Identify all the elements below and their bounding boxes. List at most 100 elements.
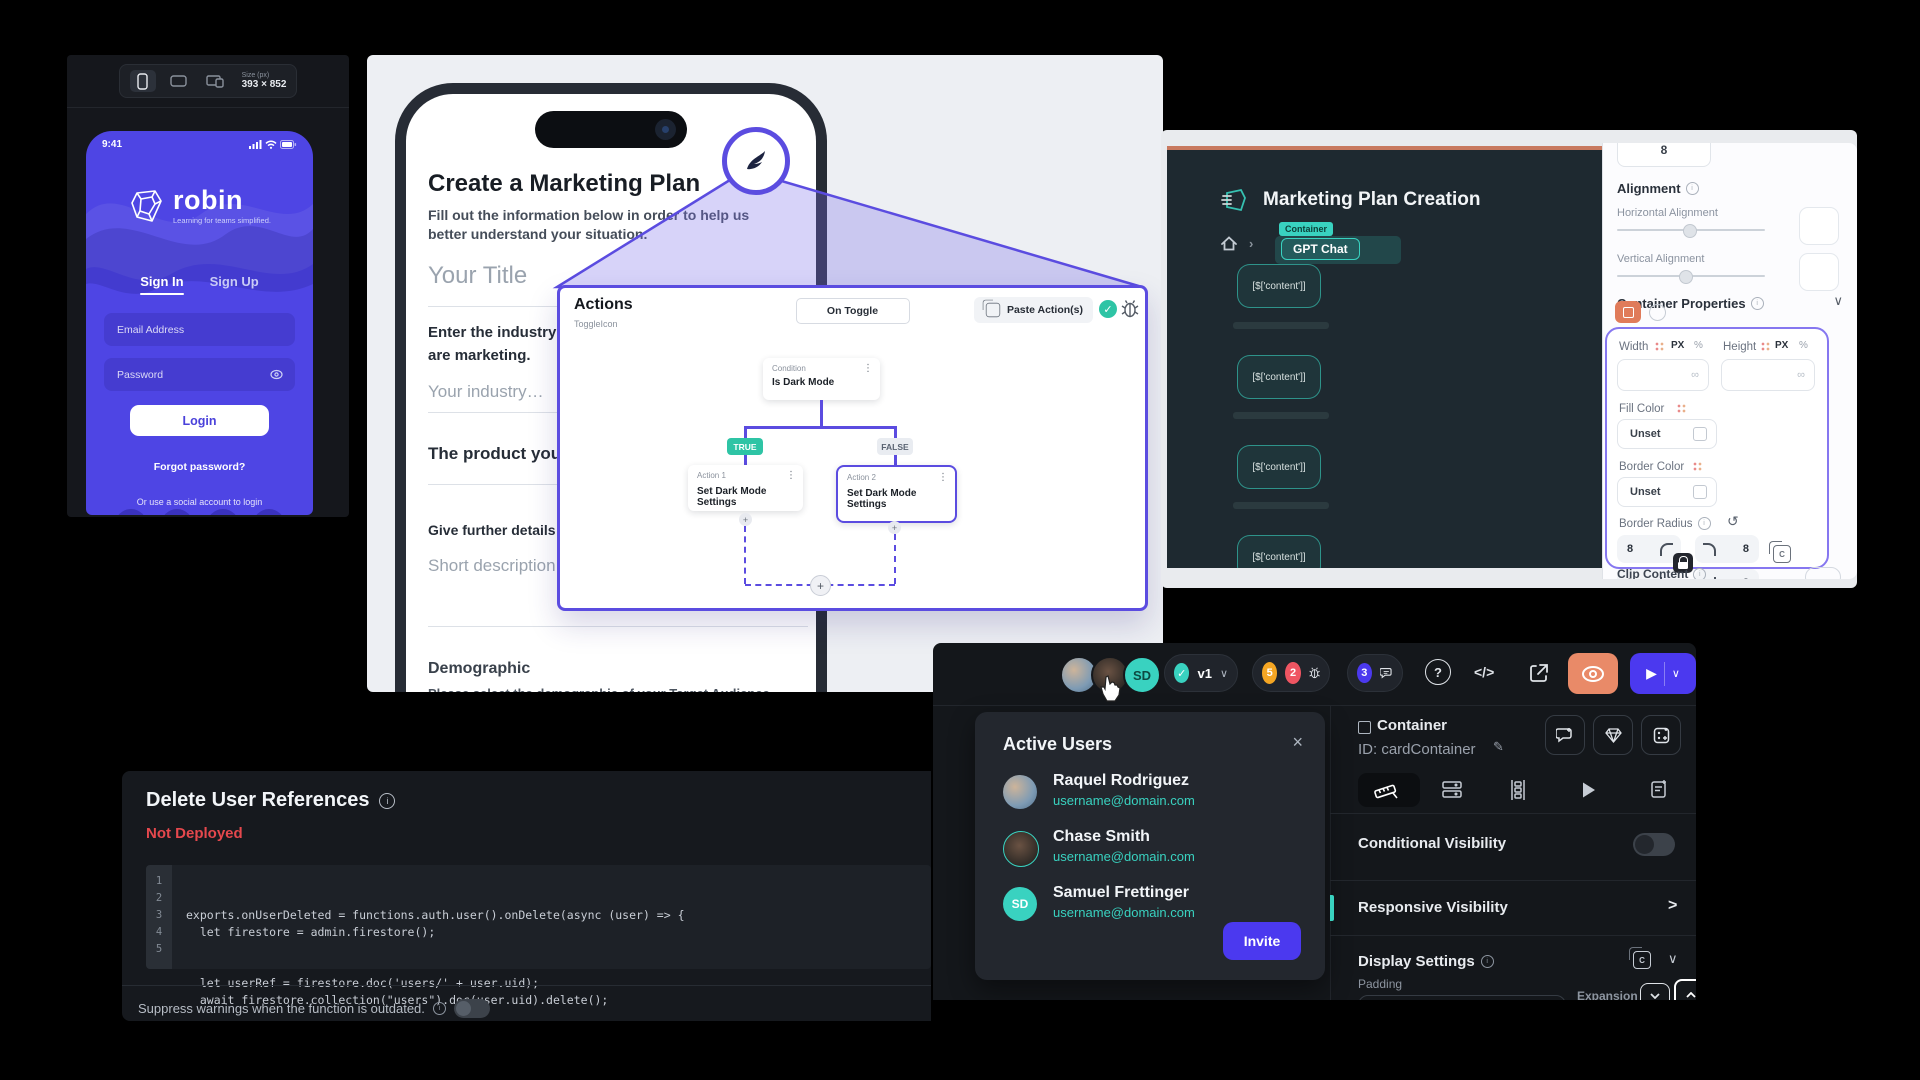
width-pct-unit[interactable]: % <box>1694 340 1703 351</box>
color-swatch-checkbox[interactable] <box>1693 485 1707 499</box>
comment-count-badge[interactable]: 3 <box>1357 663 1372 683</box>
circle-shape-toggle[interactable] <box>1649 304 1666 321</box>
avatar-sd[interactable]: SD <box>1123 656 1161 694</box>
device-tablet-icon[interactable] <box>166 70 192 92</box>
collapse-chevron-icon[interactable]: ∨ <box>1833 293 1843 308</box>
comments-pill[interactable]: 3 <box>1347 654 1403 692</box>
merge-add-icon[interactable]: + <box>810 575 831 596</box>
tab-actions-icon[interactable] <box>1581 781 1597 799</box>
width-input[interactable]: ∞ <box>1617 359 1709 391</box>
kebab-menu-icon[interactable]: ⋮ <box>786 470 796 481</box>
vertical-alignment-preview[interactable] <box>1799 253 1839 291</box>
action1-node[interactable]: Action 1 Set Dark Mode Settings ⋮ <box>688 465 803 511</box>
tab-sign-in[interactable]: Sign In <box>140 274 183 295</box>
radius-bottom-left-input[interactable]: 8 <box>1617 569 1681 579</box>
preview-eye-button[interactable] <box>1568 653 1618 694</box>
border-color-unset-select[interactable]: Unset <box>1617 477 1717 507</box>
add-action-icon[interactable]: + <box>888 521 901 534</box>
toggle-icon-cursor-circle[interactable] <box>722 127 790 195</box>
run-button[interactable]: ▶ ∨ <box>1630 653 1696 694</box>
login-button[interactable]: Login <box>130 405 269 436</box>
forgot-password-link[interactable]: Forgot password? <box>153 461 246 473</box>
tab-align-icon[interactable] <box>1508 779 1528 801</box>
height-px-unit[interactable]: PX <box>1775 340 1789 351</box>
reset-radius-icon[interactable]: ↺ <box>1727 513 1739 529</box>
action2-node-selected[interactable]: Action 2 Set Dark Mode Settings ⋮ <box>836 465 957 523</box>
expand-up-button[interactable] <box>1674 979 1696 1000</box>
expand-responsive-icon[interactable]: > <box>1668 897 1678 914</box>
edit-id-icon[interactable]: ✎ <box>1493 739 1504 754</box>
color-swatch-checkbox[interactable] <box>1693 427 1707 441</box>
run-chevron-icon[interactable]: ∨ <box>1671 668 1680 680</box>
paste-actions-button[interactable]: Paste Action(s) <box>973 297 1093 323</box>
vertical-alignment-slider[interactable] <box>1617 270 1765 284</box>
chat-icon[interactable] <box>1379 665 1393 681</box>
invite-button[interactable]: Invite <box>1223 922 1301 960</box>
width-settings-icon[interactable] <box>1655 342 1664 351</box>
clip-content-toggle[interactable] <box>1805 567 1841 579</box>
condition-node[interactable]: Condition Is Dark Mode ⋮ <box>763 358 880 400</box>
warning-count-badge[interactable]: 5 <box>1262 662 1278 684</box>
suppress-warnings-toggle[interactable] <box>453 999 490 1018</box>
error-count-badge[interactable]: 2 <box>1285 662 1301 684</box>
lock-radius-icon[interactable] <box>1673 553 1693 573</box>
bug-icon[interactable] <box>1309 664 1320 682</box>
width-px-unit[interactable]: PX <box>1671 340 1685 351</box>
help-icon[interactable]: ? <box>1425 659 1451 685</box>
theme-gem-button[interactable] <box>1593 715 1633 755</box>
height-input[interactable]: ∞ <box>1721 359 1815 391</box>
tab-style-icon[interactable] <box>1373 781 1399 801</box>
breadcrumb-gpt-chat-chip[interactable]: GPT Chat <box>1281 238 1360 260</box>
content-binding-chip[interactable]: [$['content']] <box>1237 355 1321 399</box>
close-icon[interactable]: × <box>1292 732 1303 752</box>
password-field[interactable]: Password <box>104 358 295 391</box>
radius-top-right-input[interactable]: 8 <box>1695 535 1759 563</box>
expand-down-button[interactable] <box>1640 983 1670 1000</box>
add-action-icon[interactable]: + <box>739 513 752 526</box>
show-password-icon[interactable] <box>270 369 283 380</box>
fill-color-settings-icon[interactable] <box>1677 404 1686 413</box>
padding-input[interactable]: 20 <box>1358 995 1566 1000</box>
code-view-icon[interactable]: </> <box>1474 664 1495 680</box>
border-color-settings-icon[interactable] <box>1693 462 1702 471</box>
copy-radius-icon[interactable]: C <box>1769 541 1791 563</box>
add-widget-button[interactable] <box>1641 715 1681 755</box>
conditional-visibility-toggle[interactable] <box>1633 833 1675 856</box>
social-button[interactable] <box>252 509 285 515</box>
issues-pill[interactable]: 5 2 <box>1252 654 1330 692</box>
height-pct-unit[interactable]: % <box>1799 340 1808 351</box>
radius-top-left-input[interactable]: 8 <box>1617 535 1681 563</box>
add-comment-button[interactable] <box>1545 715 1585 755</box>
social-button[interactable] <box>114 509 147 515</box>
kebab-menu-icon[interactable]: ⋮ <box>938 472 948 483</box>
content-binding-chip[interactable]: [$['content']] <box>1237 445 1321 489</box>
tab-sign-up[interactable]: Sign Up <box>209 274 259 289</box>
radius-value-input[interactable]: 8 <box>1617 143 1711 167</box>
horizontal-alignment-slider[interactable] <box>1617 224 1765 238</box>
content-binding-chip[interactable]: [$['content']] <box>1237 535 1321 568</box>
tab-data-icon[interactable] <box>1441 779 1463 801</box>
container-shape-toggle[interactable] <box>1615 301 1641 323</box>
display-chevron-icon[interactable]: ∨ <box>1668 951 1678 966</box>
version-pill[interactable]: ✓ v1 ∨ <box>1164 654 1238 692</box>
radius-bottom-right-input[interactable]: 8 <box>1695 569 1759 579</box>
copy-settings-icon[interactable]: C <box>1629 947 1651 969</box>
device-phone-icon[interactable] <box>129 70 156 92</box>
height-settings-icon[interactable] <box>1761 342 1770 351</box>
your-title-placeholder[interactable]: Your Title <box>428 262 528 289</box>
tab-docs-icon[interactable] <box>1649 779 1669 799</box>
fill-color-unset-select[interactable]: Unset <box>1617 419 1717 449</box>
email-field[interactable]: Email Address <box>104 313 295 346</box>
kebab-menu-icon[interactable]: ⋮ <box>863 363 873 374</box>
horizontal-alignment-preview[interactable] <box>1799 207 1839 245</box>
on-toggle-trigger-button[interactable]: On Toggle <box>795 298 910 324</box>
home-icon[interactable] <box>1221 236 1237 251</box>
social-button[interactable] <box>206 509 239 515</box>
content-binding-chip[interactable]: [$['content']] <box>1237 264 1321 308</box>
industry-placeholder[interactable]: Your industry… <box>428 382 544 401</box>
social-button[interactable] <box>160 509 193 515</box>
open-external-icon[interactable] <box>1528 662 1550 684</box>
short-description-placeholder[interactable]: Short description <box>428 556 556 575</box>
device-desktop-icon[interactable] <box>202 70 228 92</box>
